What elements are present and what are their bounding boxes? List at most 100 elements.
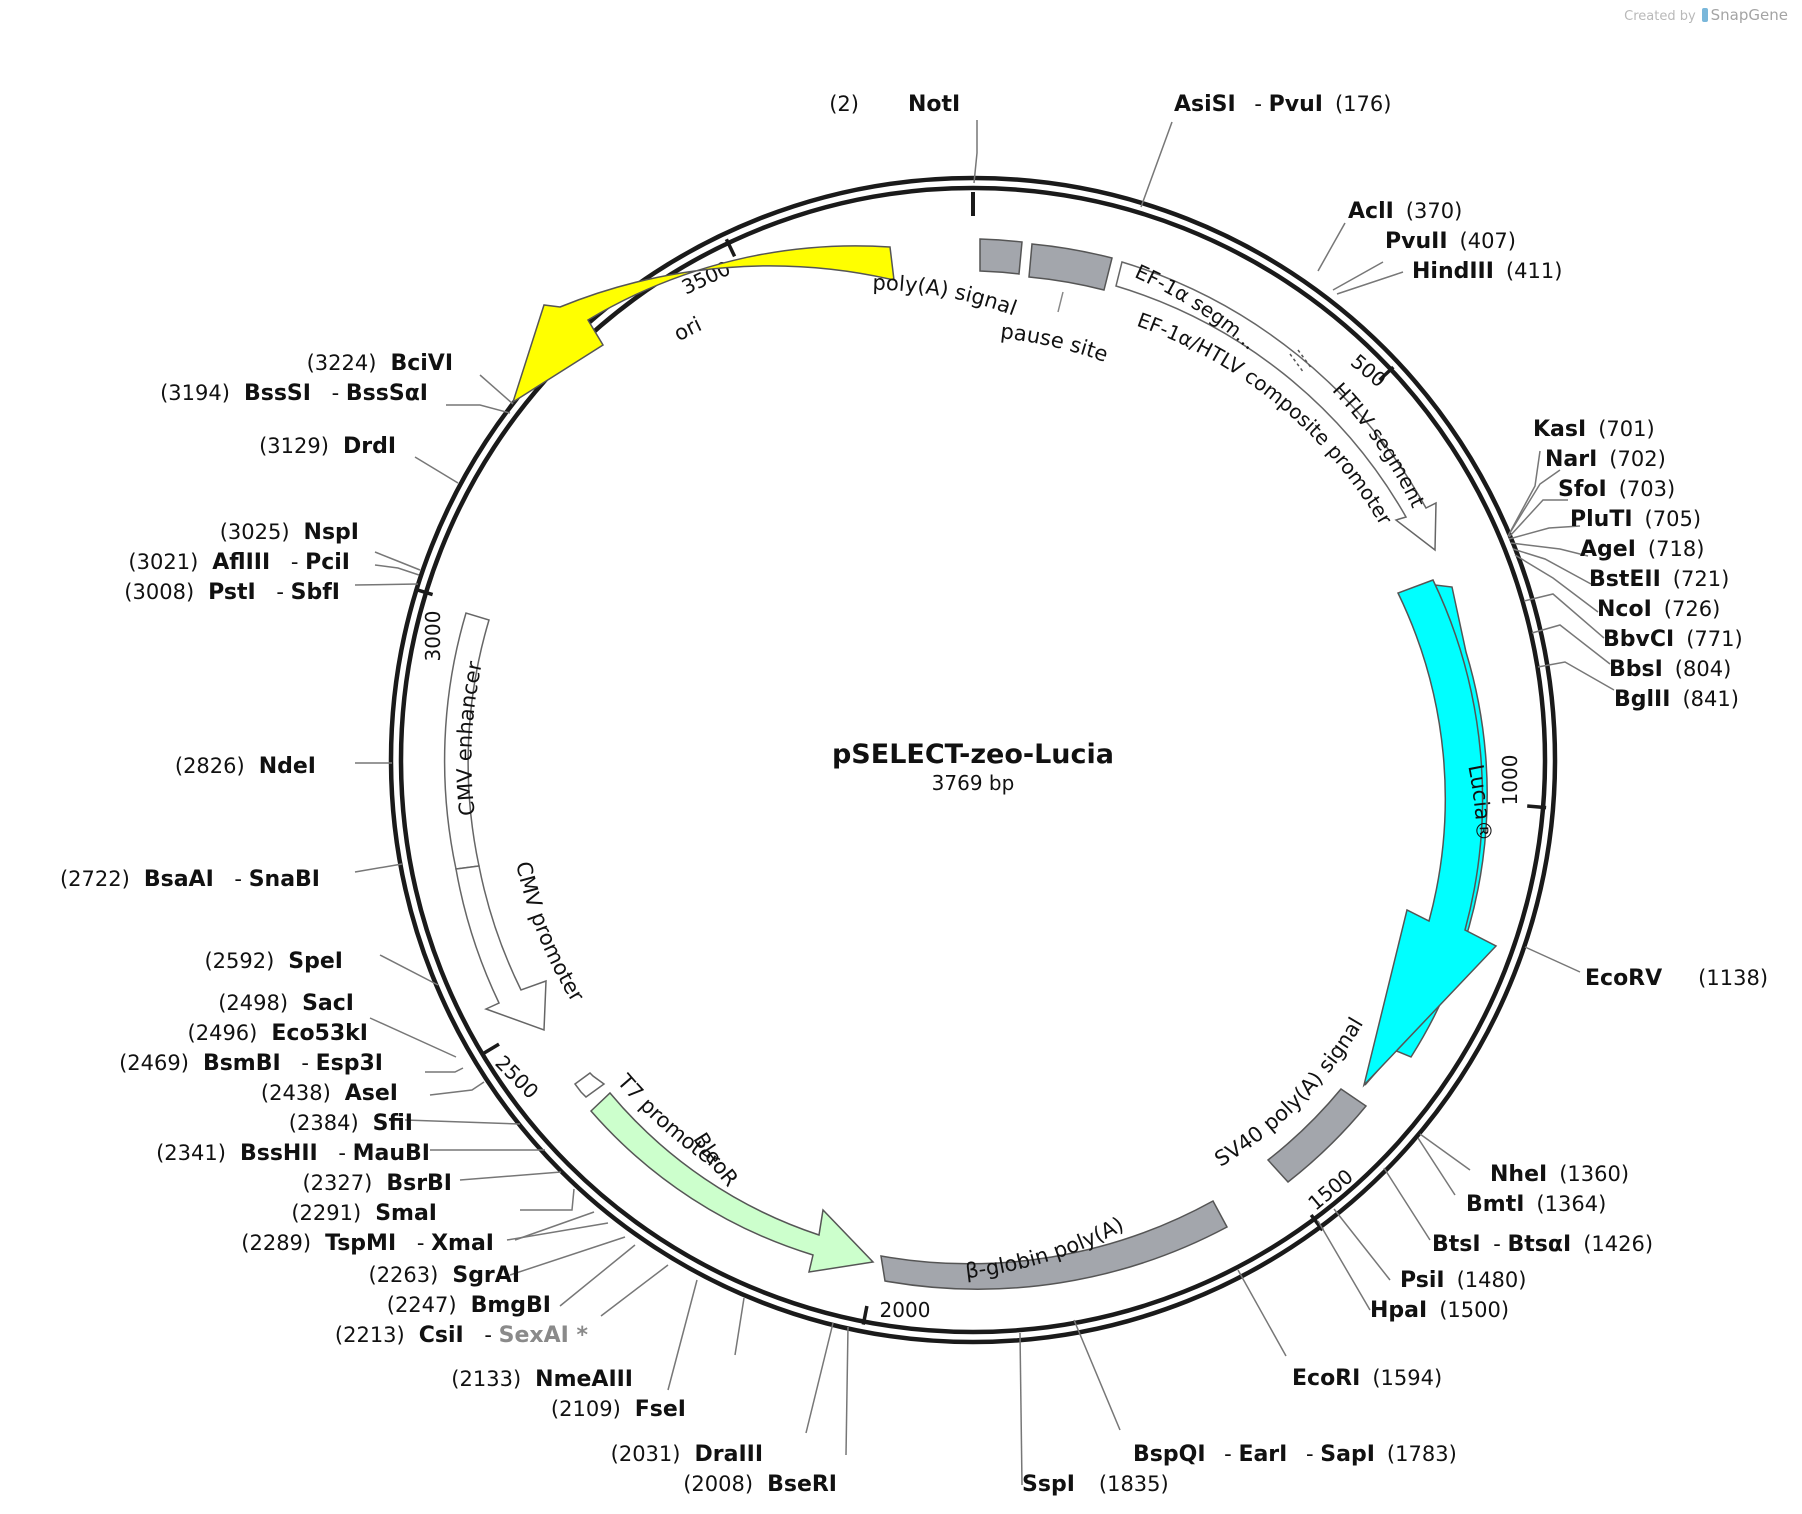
svg-text:(2031)DraIII: (2031)DraIII [611,1442,763,1467]
svg-text:BstEII(721): BstEII(721) [1589,567,1729,592]
svg-text:(2247)BmgBI: (2247)BmgBI [387,1293,551,1318]
site-label-nspi: (3025)NspI [220,520,359,545]
tick-label-3000: 3000 [421,611,445,662]
svg-text:HindIII(411): HindIII(411) [1412,259,1562,284]
site-label-bbvci: BbvCI(771) [1603,627,1743,652]
tick-2500 [481,1042,500,1056]
svg-text:SfoI(703): SfoI(703) [1558,477,1675,502]
site-label-agei: AgeI(718) [1580,537,1704,562]
site-label-ndei: (2826)NdeI [175,754,316,779]
site-label-afliii: (3021)AflIII - PciI [128,550,350,575]
svg-text:(2289)TspMI - XmaI: (2289)TspMI - XmaI [241,1231,494,1256]
site-label-bseri: (2008)BseRI [683,1472,837,1497]
site-label-bsssi: (3194)BssSI - BssSαI [160,381,428,406]
svg-text:(2263)SgrAI: (2263)SgrAI [368,1263,520,1288]
site-leader-lines [354,120,1615,1486]
svg-text:NcoI(726): NcoI(726) [1597,597,1720,622]
feature-bleor[interactable]: BleoR [589,1091,875,1273]
tick-1500 [1309,1213,1324,1232]
feature-label-ori: ori [670,312,705,346]
site-label-acli: AclI(370) [1348,199,1462,224]
site-label-saci: (2498)SacI [218,991,354,1016]
feature-lucia[interactable]: Lucia® [1362,579,1498,1088]
site-label-kasi: KasI(701) [1533,417,1655,442]
tick-1000 [1527,804,1547,810]
svg-text:BspQI - EarI - SapI(1783): BspQI - EarI - SapI(1783) [1133,1442,1457,1467]
site-label-tspmi: (2289)TspMI - XmaI [241,1231,494,1256]
svg-text:BbvCI(771): BbvCI(771) [1603,627,1743,652]
site-label-bglii: BglII(841) [1614,687,1739,712]
svg-text:(3025)NspI: (3025)NspI [220,520,359,545]
site-label-drdi: (3129)DrdI [259,434,396,459]
feature-polya-signal[interactable]: poly(A) signal [872,238,1023,321]
feature-ori[interactable]: ori [511,245,895,404]
site-label-bsmbi: (2469)BsmBI - Esp3I [119,1051,383,1076]
svg-text:(3224)BciVI: (3224)BciVI [307,351,453,376]
site-label-nari: NarI(702) [1545,447,1666,472]
site-label-psii: PsiI(1480) [1400,1268,1526,1293]
site-label-bsshii: (2341)BssHII - MauBI [156,1141,430,1166]
site-pos-noti: (2) [829,92,859,116]
svg-text:PvuII(407): PvuII(407) [1385,229,1516,254]
tick-500 [1378,365,1395,382]
site-label-hpai: HpaI(1500) [1370,1298,1509,1323]
site-label-draiii: (2031)DraIII [611,1442,763,1467]
svg-text:(2341)BssHII - MauBI: (2341)BssHII - MauBI [156,1141,430,1166]
svg-text:(2438)AseI: (2438)AseI [261,1081,398,1106]
site-label-spei: (2592)SpeI [204,949,343,974]
snapgene-logo-icon [1701,8,1708,22]
site-label-psti: (3008)PstI - SbfI [124,580,340,605]
plasmid-length: 3769 bp [932,771,1015,795]
site-label-sspi: SspI(1835) [1022,1472,1169,1497]
site-label-eco53ki: (2496)Eco53kI [188,1021,368,1046]
site-label-smai: (2291)SmaI [291,1201,437,1226]
svg-text:(2592)SpeI: (2592)SpeI [204,949,343,974]
site-label-noti: (2) NotI [829,92,960,117]
site-label-pluti: PluTI(705) [1570,507,1701,532]
feature-beta-globin-polya[interactable]: β-globin poly(A) [880,1199,1229,1290]
site-name-noti: NotI [908,92,960,117]
svg-text:HpaI(1500): HpaI(1500) [1370,1298,1509,1323]
svg-text:(2213)CsiI - SexAI *: (2213)CsiI - SexAI * [335,1323,589,1348]
svg-text:SspI(1835): SspI(1835) [1022,1472,1169,1497]
plasmid-name: pSELECT-zeo-Lucia [832,739,1114,770]
svg-text:BmtI(1364): BmtI(1364) [1466,1192,1606,1217]
svg-text:EcoRI(1594): EcoRI(1594) [1292,1366,1442,1391]
site-label-asisi-pvui: AsiSI - PvuI(176) [1174,92,1391,117]
tick-3500 [724,238,737,258]
site-label-ecori: EcoRI(1594) [1292,1366,1442,1391]
feature-label-pause-site: pause site [999,319,1111,367]
svg-text:(3008)PstI - SbfI: (3008)PstI - SbfI [124,580,340,605]
svg-text:(2109)FseI: (2109)FseI [551,1397,686,1422]
svg-text:KasI(701): KasI(701) [1533,417,1655,442]
site-label-ecorv: EcoRV(1138) [1585,966,1768,991]
site-label-bcivi: (3224)BciVI [307,351,453,376]
svg-text:(3194)BssSI - BssSαI: (3194)BssSI - BssSαI [160,381,428,406]
tick-label-2000: 2000 [880,1298,931,1322]
svg-text:PsiI(1480): PsiI(1480) [1400,1268,1526,1293]
site-label-nhei: NheI(1360) [1490,1162,1629,1187]
svg-text:(2384)SfiI: (2384)SfiI [289,1111,413,1136]
svg-text:NheI(1360): NheI(1360) [1490,1162,1629,1187]
feature-label-polya-signal: poly(A) signal [872,271,1020,321]
tick-label-1000: 1000 [1498,755,1522,806]
feature-ef1a-htlv-promoter[interactable]: EF-1α segm... HTLV segment EF-1α/HTLV co… [1115,259,1437,552]
credit-prefix: Created by [1624,9,1696,24]
site-label-csii: (2213)CsiI - SexAI * [335,1323,589,1348]
tick-marks [413,238,1547,1325]
feature-sv40-polya[interactable]: SV40 poly(A) signal [1210,1013,1368,1184]
tick-2000 [861,1305,869,1325]
restriction-site-labels: (2) NotI AsiSI - PvuI(176) AclI(370) Pvu… [60,92,1768,1497]
site-label-bmgbi: (2247)BmgBI [387,1293,551,1318]
feature-cmv-enhancer[interactable]: CMV enhancer [443,612,490,870]
svg-text:(2469)BsmBI - Esp3I: (2469)BsmBI - Esp3I [119,1051,383,1076]
site-label-fsei: (2109)FseI [551,1397,686,1422]
site-label-bspqi: BspQI - EarI - SapI(1783) [1133,1442,1457,1467]
site-label-nmeaiii: (2133)NmeAIII [451,1367,633,1392]
svg-text:EcoRV(1138): EcoRV(1138) [1585,966,1768,991]
svg-text:NarI(702): NarI(702) [1545,447,1666,472]
feature-cmv-promoter[interactable]: CMV promoter [455,859,589,1032]
svg-text:AsiSI - PvuI(176): AsiSI - PvuI(176) [1174,92,1391,117]
